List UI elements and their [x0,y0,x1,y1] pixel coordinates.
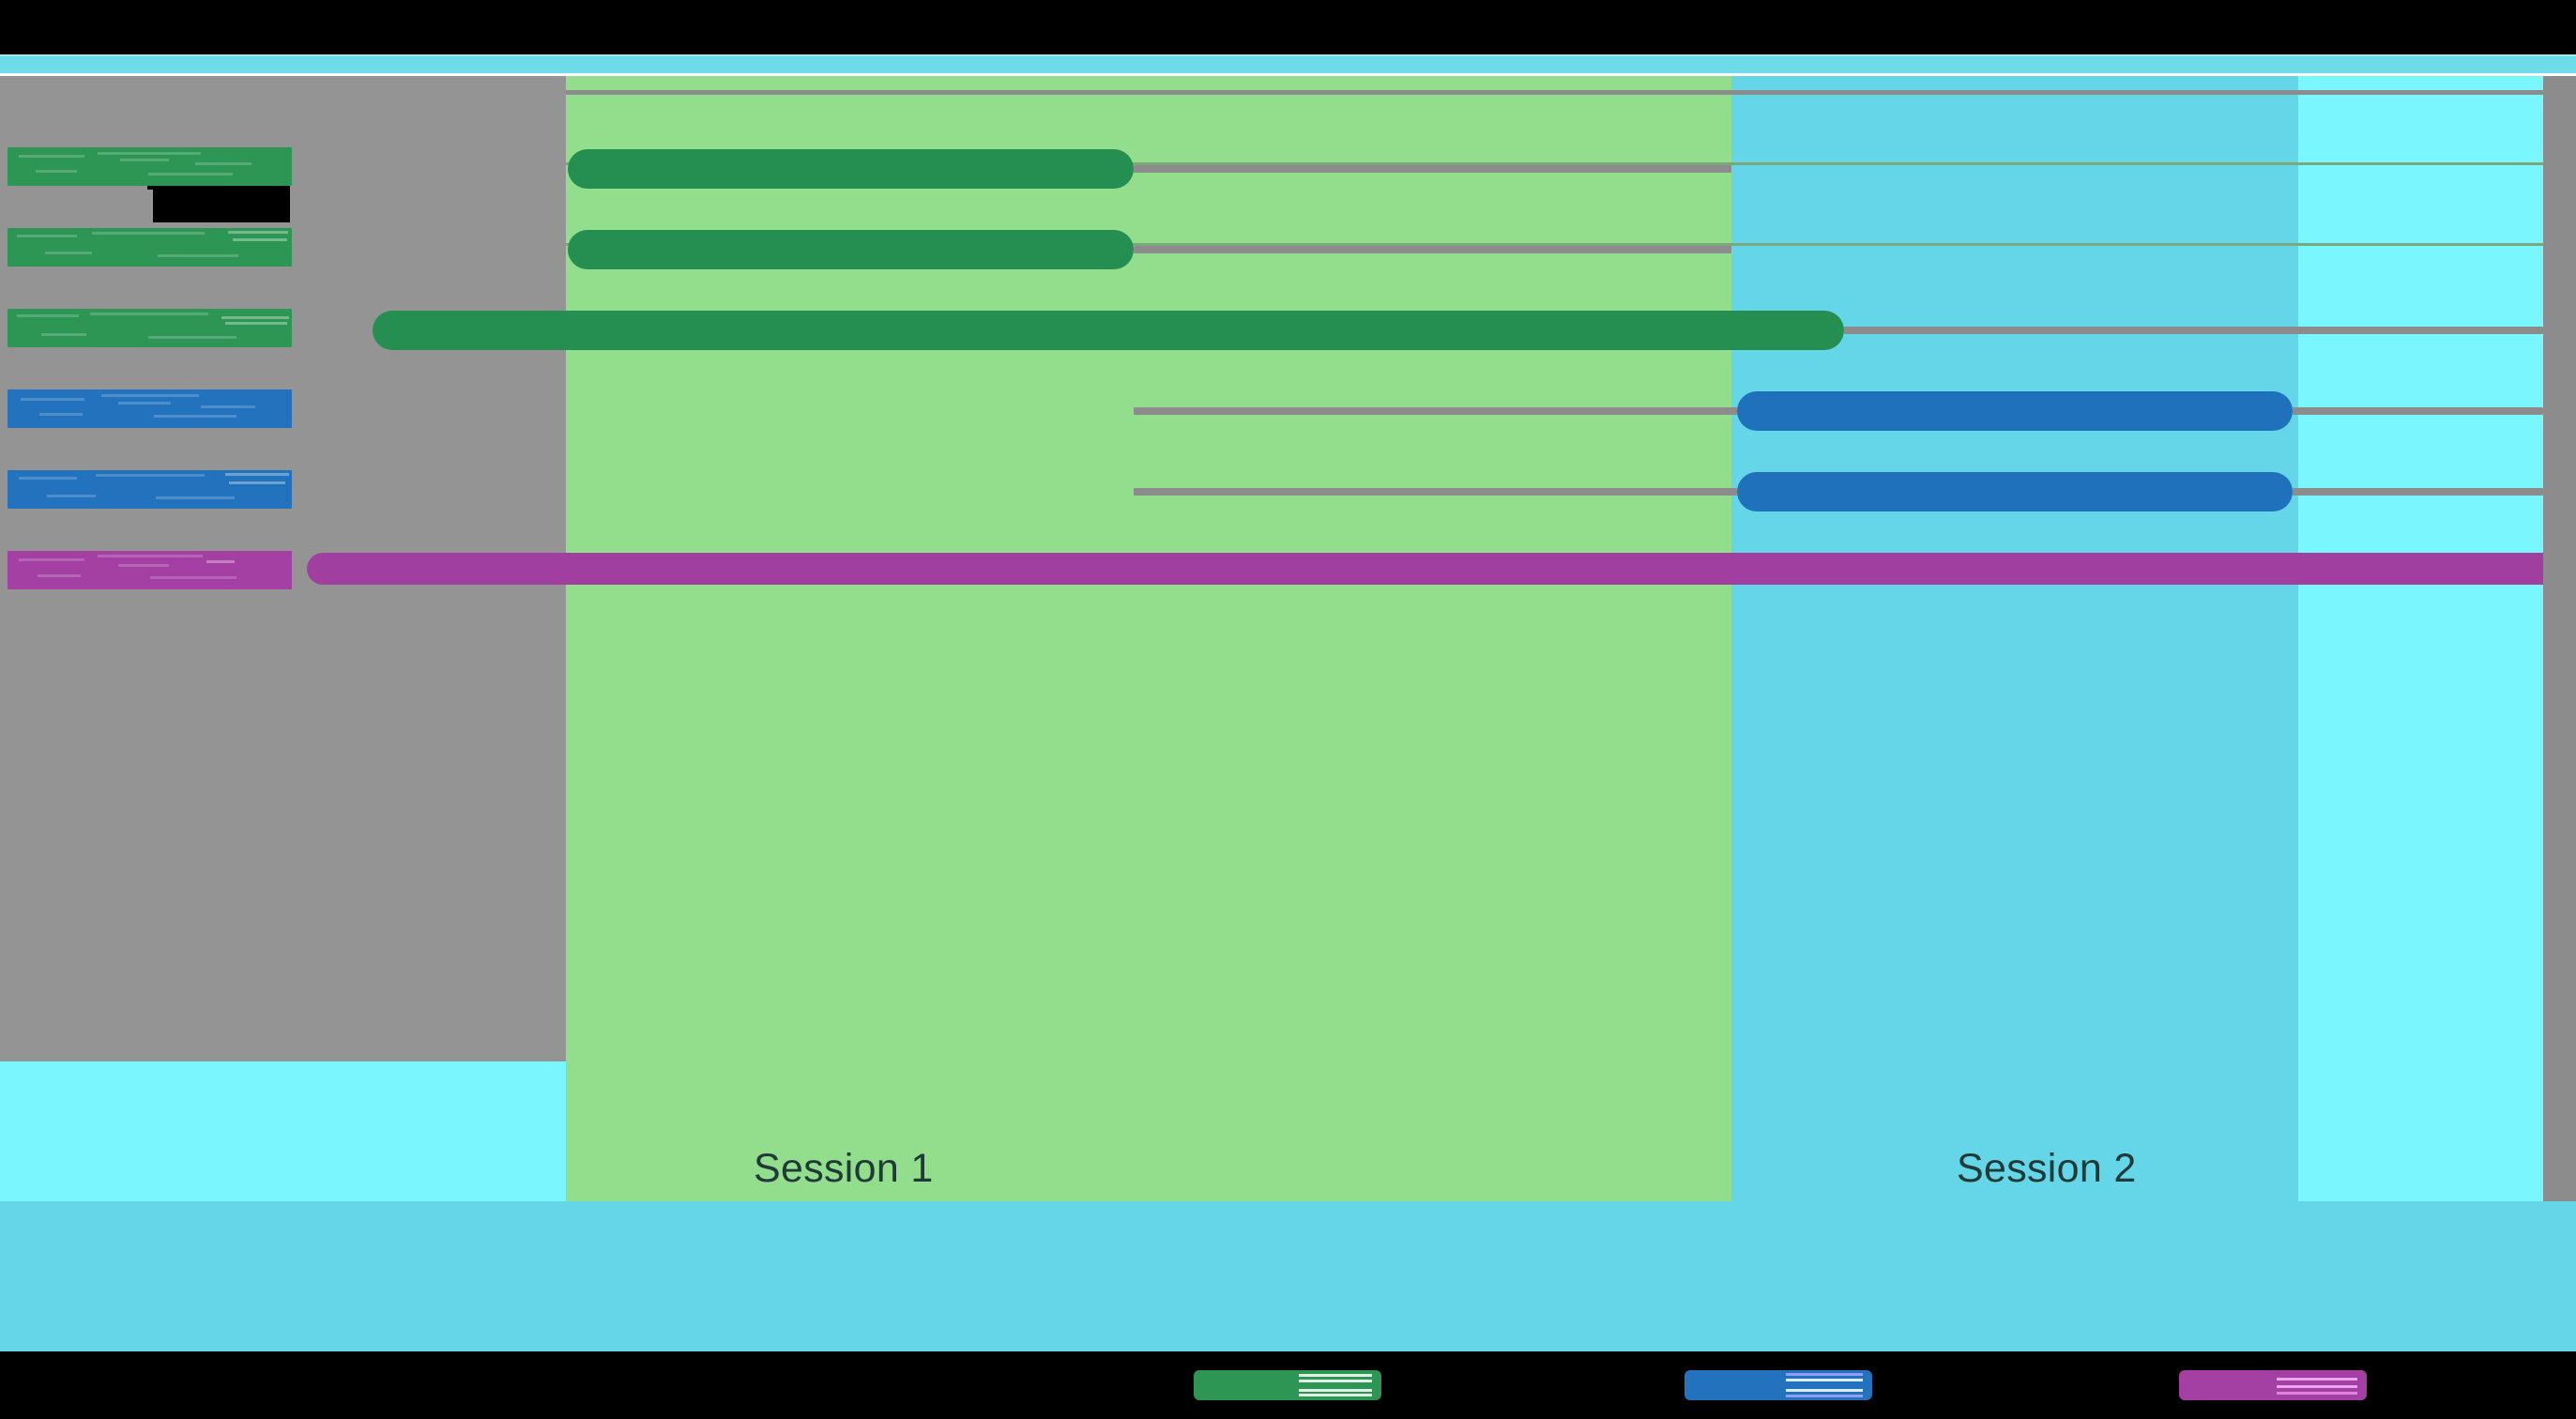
gantt-bar-dataset-a3[interactable] [373,311,1844,350]
gutter-footer-fill [0,1061,566,1201]
gantt-rows-layer [0,76,2576,1201]
gantt-connector-a2 [1134,246,1731,253]
row-label-c1-glyphs [8,551,292,589]
accent-strip [0,54,2576,76]
row-label-dataset-b1[interactable]: DataSetB1 [8,389,292,428]
gantt-connector-b2-left [1134,488,1737,496]
legend-swatch-green [1194,1370,1381,1400]
row-label-a3-glyphs [8,309,292,347]
row-label-b2-glyphs [8,470,292,509]
row-label-dataset-a2[interactable]: DataSetA2 [8,228,292,267]
window-chrome [0,0,2576,54]
gantt-connector-b1-left [1134,407,1737,415]
legend-swatch-purple [2179,1370,2367,1400]
legend-swatch-blue [1684,1370,1872,1400]
gantt-header-rule [566,90,2543,95]
gantt-connector-a3 [1844,327,2543,334]
gantt-rule-a1 [566,162,2543,165]
gantt-rule-a2 [566,243,2543,246]
row-label-dataset-b2[interactable]: DataSetB2 [8,470,292,509]
row-label-a1-glyphs [8,147,292,186]
chart-legend [0,1351,2576,1419]
gantt-bar-dataset-b1[interactable] [1737,391,2293,431]
page-title-nub [147,182,160,190]
footer-band [0,1201,2576,1351]
session-band-1-label: Session 1 [754,1146,934,1191]
gantt-connector-a1 [1134,165,1731,173]
row-label-dataset-a3[interactable]: DataSetA3 [8,309,292,347]
gantt-bar-dataset-a1[interactable] [568,149,1134,189]
vertical-scrollbar-thumb[interactable] [2545,84,2574,1117]
gantt-connector-b2-right [2293,488,2543,496]
accent-strip-highlight [0,54,2576,56]
row-label-a2-glyphs [8,228,292,267]
page-title [147,182,290,222]
gantt-bar-dataset-a2[interactable] [568,230,1134,269]
gantt-bar-dataset-b2[interactable] [1737,472,2293,511]
session-band-3 [2298,76,2543,1201]
session-band-2: Session 2 [1731,76,2298,1201]
row-label-b1-glyphs [8,389,292,428]
gantt-body: Session 1 Session 2 DataSetA1 [0,76,2576,1201]
accent-strip-underline [0,73,2576,76]
row-label-dataset-a1[interactable]: DataSetA1 [8,147,292,186]
session-band-2-label: Session 2 [1957,1146,2137,1191]
gantt-connector-b1-right [2293,407,2543,415]
row-label-dataset-c1[interactable]: DataSetC1 [8,551,292,589]
gantt-bar-dataset-c1[interactable] [307,553,2576,585]
